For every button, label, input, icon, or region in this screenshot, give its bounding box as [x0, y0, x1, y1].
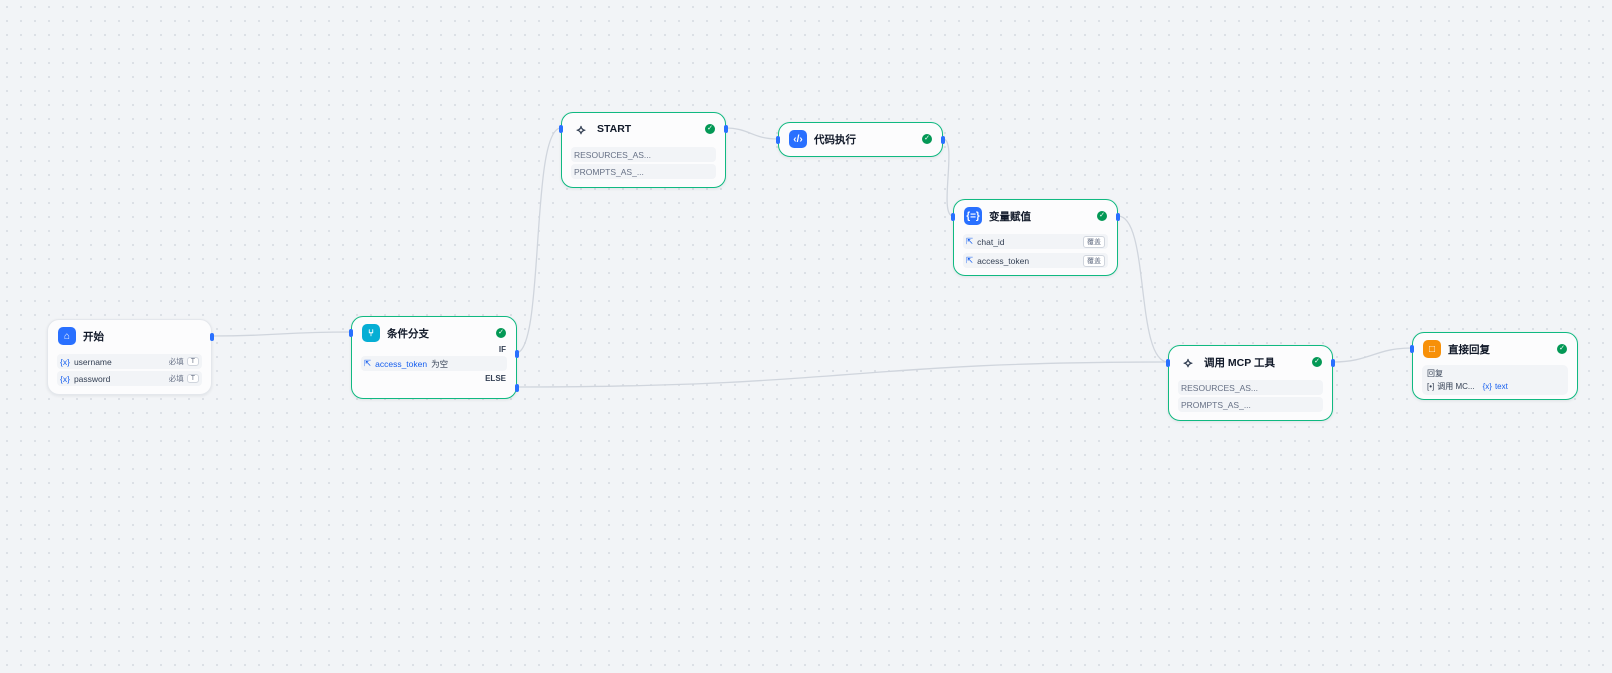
- assign-var: access_token: [977, 255, 1030, 266]
- mcp-start-node[interactable]: ⟡ START ✓ RESOURCES_AS... PROMPTS_AS_...: [559, 112, 728, 188]
- variable-icon: {x}: [60, 356, 70, 367]
- node-title: 条件分支: [387, 327, 429, 340]
- node-title: 调用 MCP 工具: [1204, 356, 1275, 369]
- if-output-handle[interactable]: [515, 350, 519, 358]
- variable-icon: {x}: [60, 373, 70, 384]
- assign-row: ⇱ access_token 覆盖: [963, 253, 1108, 268]
- input-handle[interactable]: [1410, 345, 1414, 353]
- success-check-icon: ✓: [922, 134, 932, 144]
- reply-label: 回复: [1427, 369, 1443, 378]
- variable-icon: {x}: [1482, 382, 1492, 391]
- resource-row: PROMPTS_AS_...: [571, 164, 716, 179]
- mode-tag: 覆盖: [1083, 235, 1105, 248]
- condition-row: ⇱ access_token 为空: [361, 356, 507, 371]
- input-handle[interactable]: [559, 125, 563, 133]
- variable-assign-icon: {=}: [964, 207, 982, 225]
- reply-var: text: [1494, 382, 1508, 391]
- edge-code-assign: [942, 138, 954, 217]
- required-label: 必填: [168, 374, 184, 383]
- input-handle[interactable]: [349, 329, 353, 337]
- row-label: RESOURCES_AS...: [1181, 382, 1258, 393]
- node-title: 变量赋值: [989, 210, 1031, 223]
- node-title: 直接回复: [1448, 343, 1490, 356]
- reply-source: 调用 MC...: [1437, 382, 1475, 391]
- success-check-icon: ✓: [1312, 357, 1322, 367]
- row-label: PROMPTS_AS_...: [1181, 399, 1251, 410]
- output-handle[interactable]: [724, 125, 728, 133]
- resource-row: PROMPTS_AS_...: [1178, 397, 1323, 412]
- input-var-row: {x} username 必填 T: [57, 354, 202, 369]
- node-title: 代码执行: [814, 133, 856, 146]
- reply-icon: □: [1423, 340, 1441, 358]
- mcp-icon: ⟡: [576, 120, 586, 137]
- edge-start-condition: [211, 331, 352, 337]
- variable-icon: [•]: [1427, 382, 1435, 391]
- condition-node[interactable]: ⑂ 条件分支 ✓ IF ⇱ access_token 为空 ELSE: [349, 316, 519, 399]
- assign-var: chat_id: [977, 236, 1005, 247]
- code-icon: ‹/›: [789, 130, 807, 148]
- if-branch-label: IF: [498, 345, 506, 354]
- input-handle[interactable]: [951, 213, 955, 221]
- edge-if-mcp-start: [515, 127, 562, 354]
- input-var-row: {x} password 必填 T: [57, 371, 202, 386]
- output-handle[interactable]: [1116, 213, 1120, 221]
- else-output-handle[interactable]: [515, 384, 519, 392]
- edge-assign-mcp-call: [1117, 215, 1169, 363]
- home-icon: ⌂: [58, 327, 76, 345]
- text-type-icon: T: [186, 374, 199, 383]
- variable-icon: ⇱: [966, 236, 974, 246]
- mcp-call-node[interactable]: ⟡ 调用 MCP 工具 ✓ RESOURCES_AS... PROMPTS_AS…: [1166, 345, 1335, 421]
- condition-operator: 为空: [431, 358, 449, 369]
- mcp-icon: ⟡: [1183, 353, 1193, 370]
- var-name: username: [73, 356, 112, 367]
- reply-content: 回复 [•] 调用 MC... {x} text: [1422, 365, 1568, 395]
- node-title: START: [597, 123, 632, 135]
- success-check-icon: ✓: [1557, 344, 1567, 354]
- success-check-icon: ✓: [496, 328, 506, 338]
- input-handle[interactable]: [776, 136, 780, 144]
- row-label: PROMPTS_AS_...: [574, 166, 644, 177]
- output-handle[interactable]: [1331, 359, 1335, 367]
- start-node[interactable]: ⌂ 开始 {x} username 必填 T {x} password 必填 T: [47, 319, 214, 395]
- output-handle[interactable]: [941, 136, 945, 144]
- edge-else-mcp-call: [515, 361, 1169, 388]
- mode-tag: 覆盖: [1083, 254, 1105, 267]
- variable-icon: ⇱: [966, 255, 974, 265]
- output-handle[interactable]: [210, 333, 214, 341]
- var-name: password: [73, 373, 111, 384]
- resource-row: RESOURCES_AS...: [571, 147, 716, 162]
- branch-icon: ⑂: [362, 324, 380, 342]
- condition-var: access_token: [375, 358, 428, 369]
- assign-node[interactable]: {=} 变量赋值 ✓ ⇱ chat_id 覆盖 ⇱ access_token 覆…: [951, 199, 1120, 276]
- assign-row: ⇱ chat_id 覆盖: [963, 234, 1108, 249]
- resource-row: RESOURCES_AS...: [1178, 380, 1323, 395]
- reply-node[interactable]: □ 直接回复 ✓ 回复 [•] 调用 MC... {x} text: [1410, 332, 1578, 400]
- row-label: RESOURCES_AS...: [574, 149, 651, 160]
- reply-var-line: [•] 调用 MC... {x} text: [1427, 381, 1563, 392]
- text-type-icon: T: [186, 357, 199, 366]
- code-node[interactable]: ‹/› 代码执行 ✓: [776, 122, 945, 157]
- edge-mcp-call-reply: [1332, 347, 1413, 363]
- edge-mcp-start-code: [724, 127, 779, 140]
- variable-icon: ⇱: [364, 358, 372, 368]
- success-check-icon: ✓: [705, 124, 715, 134]
- success-check-icon: ✓: [1097, 211, 1107, 221]
- input-handle[interactable]: [1166, 359, 1170, 367]
- else-branch-label: ELSE: [485, 374, 506, 383]
- required-label: 必填: [168, 357, 184, 366]
- node-title: 开始: [83, 330, 104, 343]
